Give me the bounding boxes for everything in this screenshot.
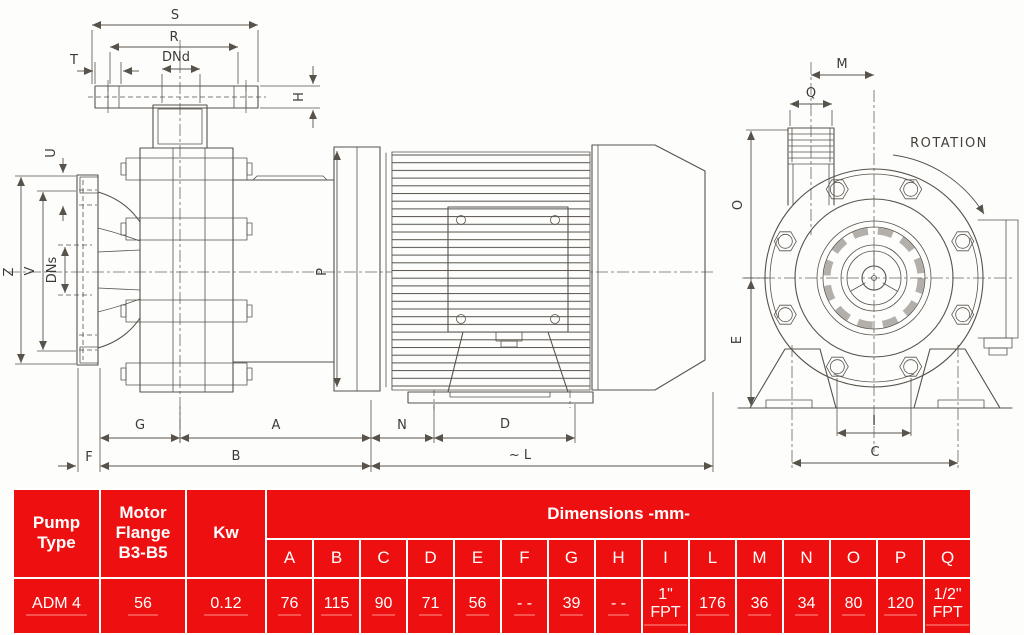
dim-label-g: G [135,418,145,433]
cell-a: 76 [265,576,314,635]
col-header-h: H [594,538,643,579]
motor-flange [333,146,381,392]
dimension-table: Pump Type Motor Flange B3-B5 Kw Dimensio… [12,487,973,635]
cell-f: - - [500,576,549,635]
col-header-m: M [735,538,784,579]
motor-base [407,391,594,404]
cell-l: 176 [688,576,737,635]
pump-bracket-ribs [97,191,141,349]
col-header-l: L [688,538,737,579]
header-pump-type: Pump Type [12,488,101,579]
casing-bolts [773,179,975,377]
col-header-b: B [312,538,361,579]
cell-g: 39 [547,576,596,635]
pump-casing-side [120,147,335,393]
cell-motor-flange: 56 [99,576,187,635]
cell-e: 56 [453,576,502,635]
dim-label-t: T [69,53,78,68]
dim-label-l: ~ L [509,448,532,463]
pump-feet [737,348,1013,409]
cell-h: - - [594,576,643,635]
col-header-e: E [453,538,502,579]
suction-flange [58,174,99,366]
tie-bolts [120,157,253,386]
dim-label-p: P [315,268,330,276]
dim-label-d: D [500,417,510,432]
motor-behind [977,219,1019,356]
cell-q: 1/2" FPT [922,576,973,635]
pump-technical-drawing: S R T DNd H Z V U D [2,8,1019,472]
dim-label-c: C [870,445,879,460]
impeller-slots [823,227,925,329]
dim-label-dnd: DNd [162,50,190,65]
motor-foot [447,331,569,393]
dim-label-m: M [836,57,847,72]
end-view: M Q O E I C ROTATION [730,57,1019,470]
col-header-f: F [500,538,549,579]
side-view: S R T DNd H Z V U D [2,8,714,472]
col-header-n: N [782,538,831,579]
rotation-label: ROTATION [910,136,988,151]
cell-b: 115 [312,576,361,635]
table-row: ADM 4 56 0.12 76 115 90 71 56 - - 39 - -… [12,576,973,635]
col-header-o: O [829,538,878,579]
dim-label-dns: DNs [45,257,60,284]
header-dimensions: Dimensions -mm- [264,487,973,541]
col-header-i: I [641,538,690,579]
cell-i: 1" FPT [641,576,690,635]
cell-kw: 0.12 [185,576,267,635]
discharge-port [787,127,835,206]
cell-pump-type: ADM 4 [12,576,101,635]
dim-label-f: F [85,450,92,465]
cell-p: 120 [876,576,925,635]
motor [385,144,706,404]
dim-label-e: E [730,336,745,344]
dim-label-z: Z [2,267,17,276]
header-kw: Kw [185,488,267,579]
dim-label-i: I [872,414,876,429]
dim-label-a: A [272,418,281,433]
cell-d: 71 [406,576,455,635]
col-header-a: A [265,538,314,579]
rotation-arrow [892,154,985,215]
col-header-g: G [547,538,596,579]
pump-casing-front [764,168,984,388]
dim-label-n: N [397,418,407,433]
cell-n: 34 [782,576,831,635]
dim-label-h: H [292,92,307,102]
col-header-c: C [359,538,408,579]
col-header-p: P [876,538,925,579]
dim-label-u: U [44,148,59,158]
col-header-q: Q [922,538,973,579]
dim-label-s: S [171,8,179,23]
dim-label-r: R [169,30,178,45]
cell-c: 90 [359,576,408,635]
dim-label-o: O [731,200,746,210]
header-motor-flange: Motor Flange B3-B5 [99,488,187,579]
cell-o: 80 [829,576,878,635]
fan-cover [591,144,706,391]
discharge-flange-top-view [88,85,266,149]
dim-label-v: V [23,266,38,275]
cell-m: 36 [735,576,784,635]
impeller-spokes [850,249,898,292]
dim-label-q: Q [806,86,816,101]
col-header-d: D [406,538,455,579]
dim-label-b: B [232,449,241,464]
